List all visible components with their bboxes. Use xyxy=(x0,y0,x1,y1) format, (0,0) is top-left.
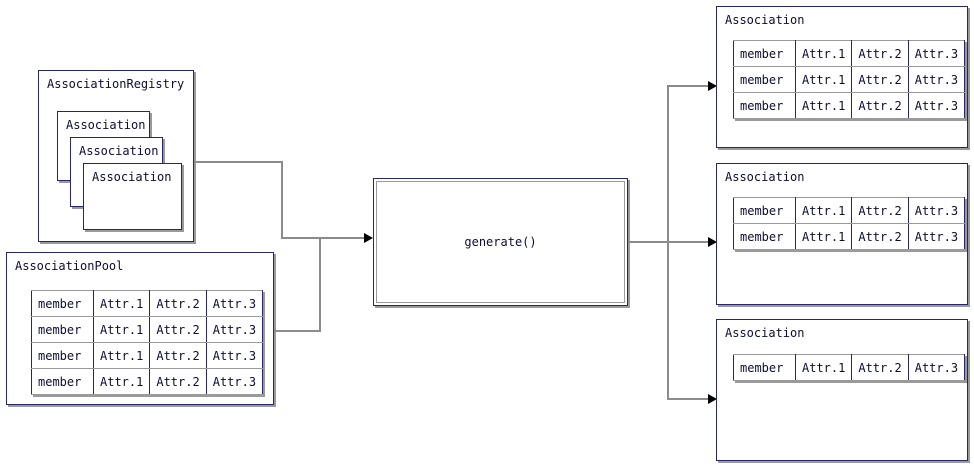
table-cell: Attr.1 xyxy=(794,197,853,224)
table-cell: member xyxy=(733,223,796,250)
table-cell: Attr.3 xyxy=(907,354,966,381)
generate-process-inner-border xyxy=(376,181,625,303)
output-association-2-title: Association xyxy=(725,170,805,184)
table-cell: Attr.1 xyxy=(794,92,853,119)
table-cell: member xyxy=(733,40,796,67)
table-cell: Attr.1 xyxy=(794,40,853,67)
connector-output-3 xyxy=(667,398,713,400)
connector-pool-h1 xyxy=(274,330,321,332)
table-cell: Attr.1 xyxy=(794,354,853,381)
association-registry-title: AssociationRegistry xyxy=(47,77,185,91)
table-cell: Attr.3 xyxy=(205,290,264,317)
table-cell: Attr.3 xyxy=(205,368,264,395)
table-cell: Attr.3 xyxy=(907,66,966,93)
association-pool-title: AssociationPool xyxy=(15,259,124,273)
registry-card-1-label: Association xyxy=(66,118,146,132)
table-cell: Attr.2 xyxy=(851,66,909,93)
connector-registry-v xyxy=(281,161,283,238)
table-cell: Attr.2 xyxy=(851,40,909,67)
registry-card-3-label: Association xyxy=(92,170,172,184)
table-cell: Attr.2 xyxy=(851,197,909,224)
generate-process-label: generate() xyxy=(464,235,537,249)
table-cell: Attr.1 xyxy=(92,290,151,317)
registry-card-2-label: Association xyxy=(79,144,159,158)
table-cell: Attr.1 xyxy=(794,66,853,93)
table-cell: Attr.2 xyxy=(851,223,909,250)
table-cell: Attr.1 xyxy=(92,368,151,395)
table-cell: Attr.3 xyxy=(205,342,264,369)
table-cell: member xyxy=(733,66,796,93)
table-cell: Attr.2 xyxy=(851,354,909,381)
registry-card-3[interactable]: Association xyxy=(83,163,182,230)
table-cell: Attr.2 xyxy=(149,368,207,395)
arrow-into-generate xyxy=(364,233,373,243)
connector-registry-h1 xyxy=(194,161,283,163)
output-association-3-title: Association xyxy=(725,326,805,340)
table-cell: member xyxy=(31,290,94,317)
table-cell: Attr.3 xyxy=(907,223,966,250)
table-cell: Attr.1 xyxy=(794,223,853,250)
table-cell: Attr.2 xyxy=(149,316,207,343)
table-cell: Attr.1 xyxy=(92,316,151,343)
table-cell: Attr.3 xyxy=(907,40,966,67)
table-cell: member xyxy=(31,342,94,369)
table-cell: Attr.2 xyxy=(851,92,909,119)
connector-merge-to-generate xyxy=(281,237,367,239)
table-cell: member xyxy=(31,368,94,395)
connector-output-2 xyxy=(667,241,713,243)
output-association-3[interactable]: Association xyxy=(716,319,968,461)
table-cell: Attr.3 xyxy=(205,316,264,343)
table-cell: member xyxy=(733,354,796,381)
arrow-into-output-1 xyxy=(708,81,717,91)
table-cell: member xyxy=(733,197,796,224)
output-association-1-title: Association xyxy=(725,13,805,27)
table-cell: Attr.3 xyxy=(907,92,966,119)
table-cell: member xyxy=(733,92,796,119)
table-cell: Attr.3 xyxy=(907,197,966,224)
generate-process-box[interactable]: generate() xyxy=(373,178,628,306)
arrow-into-output-2 xyxy=(708,237,717,247)
connector-output-1 xyxy=(667,85,713,87)
table-cell: member xyxy=(31,316,94,343)
arrow-into-output-3 xyxy=(708,394,717,404)
table-cell: Attr.2 xyxy=(149,290,207,317)
connector-generate-out xyxy=(628,241,670,243)
connector-pool-v xyxy=(319,238,321,332)
table-cell: Attr.2 xyxy=(149,342,207,369)
table-cell: Attr.1 xyxy=(92,342,151,369)
